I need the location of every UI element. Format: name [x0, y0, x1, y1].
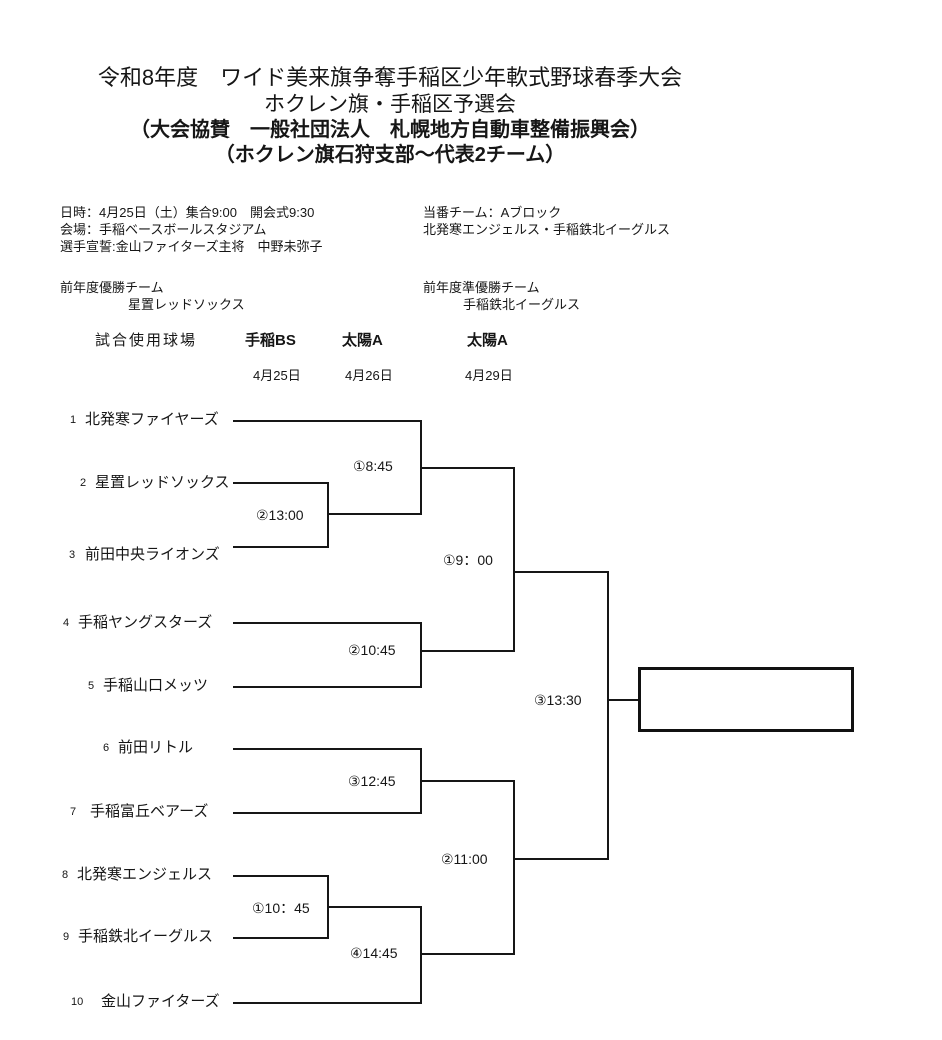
datetime-line: 日時：4月25日（土）集合9:00 開会式9:30: [60, 205, 315, 220]
winner-line-game1: [420, 467, 515, 469]
sponsor-line: （大会協賛 一般社団法人 札幌地方自動車整備振興会）: [130, 119, 650, 141]
match-time-game1: ①8:45: [353, 458, 393, 474]
bracket-vline-semifinal-2: [513, 780, 515, 955]
venue-col-3: 太陽A: [467, 332, 508, 349]
bracket-vline-game2: [327, 482, 329, 548]
winner-line-game2: [327, 513, 422, 515]
team-name-1: 北発寒ファイヤーズ: [85, 411, 219, 428]
tournament-title: 令和8年度 ワイド美来旗争奪手稲区少年軟式野球春季大会: [97, 65, 683, 90]
match-time-game4: ③12:45: [348, 773, 396, 789]
duty-team-names: 北発寒エンジェルス・手稲鉄北イーグルス: [423, 222, 671, 237]
winner-line-game6: [420, 953, 515, 955]
match-time-semifinal-1: ①9：00: [443, 552, 493, 568]
team-name-2: 星置レッドソックス: [95, 474, 230, 491]
winner-line-semifinal-1: [513, 571, 609, 573]
team-name-10: 金山ファイターズ: [101, 993, 220, 1010]
match-time-game2: ②13:00: [256, 507, 304, 523]
champion-box: [638, 667, 854, 732]
prev-champion-label: 前年度優勝チーム: [60, 280, 164, 295]
bracket-line-team-3: [233, 546, 327, 548]
bracket-line-team-2: [233, 482, 327, 484]
team-number-10: 10: [71, 996, 84, 1008]
bracket-vline-game6: [420, 906, 422, 1004]
winner-line-game4: [420, 780, 515, 782]
team-number-8: 8: [62, 869, 69, 881]
tournament-subtitle: ホクレン旗・手稲区予選会: [264, 93, 516, 116]
team-name-8: 北発寒エンジェルス: [77, 866, 213, 883]
team-name-4: 手稲ヤングスターズ: [78, 614, 213, 631]
team-number-5: 5: [88, 680, 95, 692]
match-time-game3: ②10:45: [348, 642, 396, 658]
bracket-vline-game3: [420, 622, 422, 688]
bracket-line-team-10: [233, 1002, 420, 1004]
winner-line-semifinal-2: [513, 858, 609, 860]
bracket-line-team-7: [233, 812, 420, 814]
grounds-label: 試合使用球場: [95, 332, 198, 349]
team-number-1: 1: [70, 414, 77, 426]
date-col-3: 4月29日: [465, 368, 513, 383]
prev-runnerup-label: 前年度準優勝チーム: [423, 280, 540, 295]
team-number-2: 2: [80, 477, 87, 489]
team-name-7: 手稲富丘ベアーズ: [90, 803, 209, 820]
match-time-game5: ①10：45: [252, 900, 310, 916]
winner-line-game3: [420, 650, 515, 652]
team-name-5: 手稲山口メッツ: [103, 677, 209, 694]
prev-champion-name: 星置レッドソックス: [128, 297, 245, 312]
bracket-line-team-6: [233, 748, 420, 750]
duty-team-line: 当番チーム：Aブロック: [423, 205, 562, 220]
bracket-vline-semifinal-1: [513, 467, 515, 652]
venue-col-2: 太陽A: [342, 332, 383, 349]
bracket-line-team-5: [233, 686, 420, 688]
oath-line: 選手宣誓:金山ファイターズ主将 中野未弥子: [60, 239, 323, 254]
venue-line: 会場：手稲ベースボールスタジアム: [60, 222, 267, 237]
winner-line-final: [607, 699, 640, 701]
title-block: 令和8年度 ワイド美来旗争奪手稲区少年軟式野球春季大会 ホクレン旗・手稲区予選会…: [60, 64, 720, 167]
winner-line-game5: [327, 906, 422, 908]
match-time-final: ③13:30: [534, 692, 582, 708]
team-number-3: 3: [69, 549, 76, 561]
team-number-6: 6: [103, 742, 110, 754]
prev-runnerup-name: 手稲鉄北イーグルス: [463, 297, 581, 312]
bracket-line-team-1: [233, 420, 420, 422]
team-name-3: 前田中央ライオンズ: [85, 546, 220, 563]
date-col-2: 4月26日: [345, 368, 393, 383]
team-number-9: 9: [63, 931, 70, 943]
team-number-7: 7: [70, 806, 77, 818]
branch-line: （ホクレン旗石狩支部～代表2チーム）: [214, 144, 566, 166]
bracket-line-team-4: [233, 622, 420, 624]
date-col-1: 4月25日: [253, 368, 301, 383]
team-name-9: 手稲鉄北イーグルス: [78, 928, 214, 945]
match-time-semifinal-2: ②11:00: [441, 851, 488, 867]
bracket-line-team-8: [233, 875, 327, 877]
bracket-vline-final: [607, 571, 609, 860]
venue-col-1: 手稲BS: [245, 332, 296, 349]
match-time-game6: ④14:45: [350, 945, 398, 961]
team-number-4: 4: [63, 617, 70, 629]
team-name-6: 前田リトル: [118, 739, 194, 756]
bracket-line-team-9: [233, 937, 327, 939]
